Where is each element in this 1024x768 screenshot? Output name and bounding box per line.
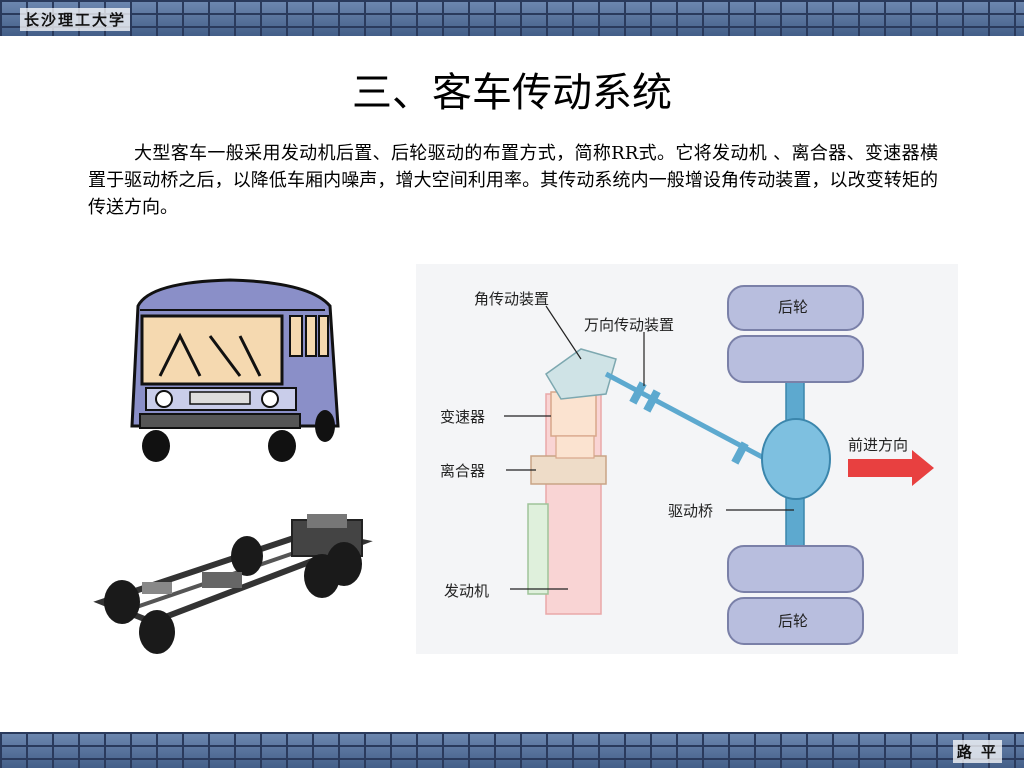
header-band: 长沙理工大学 (0, 0, 1024, 36)
label-angle-drive: 角传动装置 (474, 290, 550, 308)
rear-wheel-bottom-outer (727, 597, 864, 645)
label-drive-axle: 驱动桥 (668, 502, 714, 520)
university-name: 长沙理工大学 (20, 8, 131, 31)
author-name: 路 平 (952, 740, 1002, 763)
label-gearbox: 变速器 (440, 408, 486, 426)
slide-paragraph: 大型客车一般采用发动机后置、后轮驱动的布置方式，简称RR式。它将发动机 、离合器… (88, 143, 938, 218)
engine-aux (527, 503, 549, 595)
rear-wheel-top-outer (727, 285, 864, 331)
slide-title: 三、客车传动系统 (352, 70, 672, 116)
universal-shaft (604, 371, 768, 462)
label-engine: 发动机 (444, 582, 490, 600)
footer-band: 路 平 (0, 732, 1024, 768)
label-rear-wheel-top: 后轮 (778, 298, 809, 316)
label-universal-joint: 万向传动装置 (584, 316, 675, 334)
label-rear-wheel-bottom: 后轮 (778, 612, 809, 630)
rear-wheel-bottom-inner (727, 545, 864, 593)
bus-illustration (130, 278, 340, 462)
angle-drive (545, 348, 617, 400)
driveline-drawing (504, 285, 934, 645)
differential (761, 418, 831, 500)
gearbox-block (550, 391, 597, 437)
label-clutch: 离合器 (440, 462, 486, 480)
driveline-diagram: 角传动装置 万向传动装置 变速器 离合器 发动机 驱动桥 后轮 后轮 前进方向 (416, 264, 958, 654)
clutch-block (530, 455, 607, 485)
forward-arrow (848, 450, 934, 486)
label-forward: 前进方向 (848, 436, 909, 454)
rear-wheel-top-inner (727, 335, 864, 383)
chassis-photo (93, 514, 373, 654)
